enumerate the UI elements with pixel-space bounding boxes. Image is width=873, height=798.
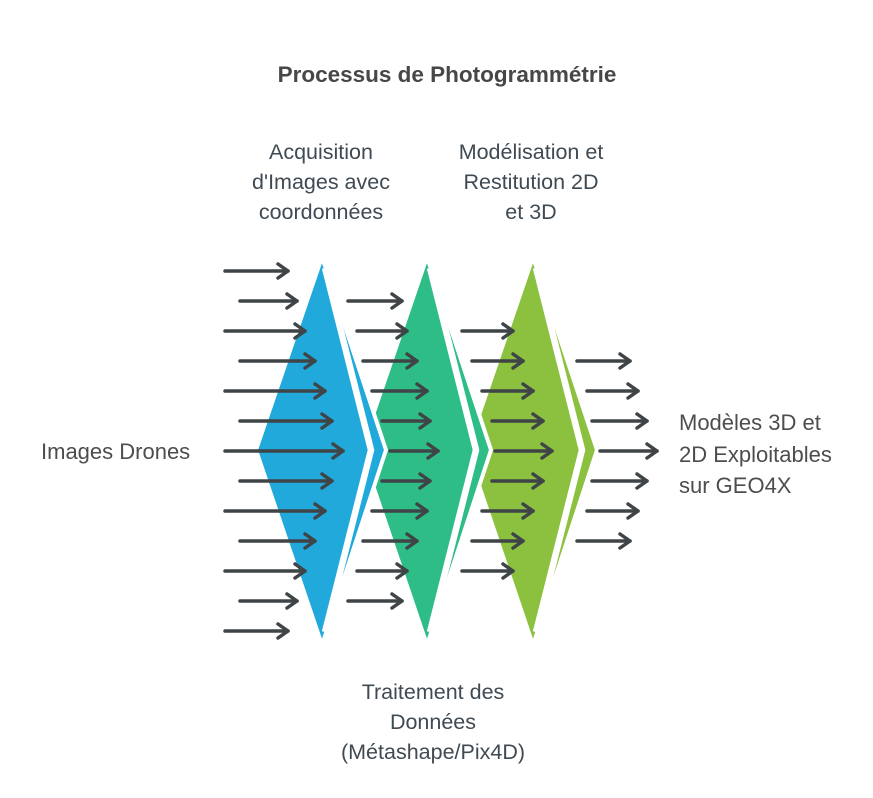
output-label-line3: sur GEO4X: [679, 473, 792, 498]
diamond-stage1-acquisition-highlight-stripe: [321, 267, 375, 633]
diamond-stage3-modelisation-highlight-stripe: [532, 267, 586, 633]
page-title: Processus de Photogrammétrie: [277, 62, 617, 87]
stage3-label: Traitement des Données (Métashape/Pix4D): [313, 677, 553, 767]
stage1-label: Acquisition d'Images avec coordonnées: [201, 137, 441, 227]
output-label-line1: Modèles 3D et: [679, 410, 821, 435]
stage1-label-line1: Acquisition: [269, 140, 373, 164]
stage2-label-line3: et 3D: [505, 200, 557, 224]
stage2-label: Modélisation et Restitution 2D et 3D: [411, 137, 651, 227]
stage2-label-line1: Modélisation et: [458, 140, 604, 164]
stage2-label-line2: Restitution 2D: [463, 170, 599, 194]
stage1-label-line2: d'Images avec: [252, 170, 390, 194]
output-label-line2: 2D Exploitables: [679, 441, 832, 467]
stage3-label-line1: Traitement des: [361, 680, 505, 704]
stage3-label-line2: Données: [389, 710, 477, 734]
output-label: Modèles 3D et 2D Exploitables sur GEO4X: [679, 407, 873, 502]
input-label: Images Drones: [41, 439, 191, 464]
stage1-label-line3: coordonnées: [258, 200, 384, 224]
diamond-stage2-traitement-highlight-stripe: [426, 267, 480, 633]
stage3-label-line3: (Métashape/Pix4D): [340, 740, 526, 764]
